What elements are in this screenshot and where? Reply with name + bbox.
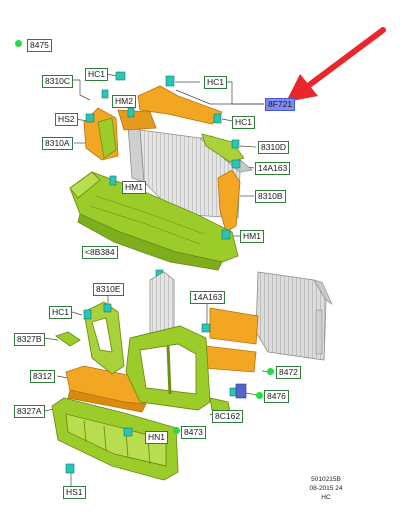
label-hc1-top-left: HC1 bbox=[85, 68, 109, 81]
clips-lower bbox=[65, 303, 239, 474]
label-8312: 8312 bbox=[30, 370, 55, 383]
label-8472: 8472 bbox=[276, 366, 301, 379]
label-hs1: HS1 bbox=[63, 486, 86, 499]
footer-initials: HC bbox=[321, 494, 331, 501]
radiator-lower bbox=[255, 271, 333, 361]
label-14a163-lower: 14A163 bbox=[190, 291, 226, 304]
label-8475: 8475 bbox=[27, 39, 52, 52]
footer-date: 08-2015 24 bbox=[309, 485, 343, 492]
side-bracket-upper bbox=[97, 117, 245, 163]
bullet-8473 bbox=[173, 427, 180, 434]
label-8310c: 8310C bbox=[42, 75, 74, 88]
label-hc1-lower: HC1 bbox=[49, 306, 73, 319]
label-8310b: 8310B bbox=[255, 190, 286, 203]
bullet-8475 bbox=[15, 40, 22, 47]
label-8476: 8476 bbox=[264, 390, 289, 403]
clips-upper bbox=[85, 71, 241, 279]
label-8327b: 8327B bbox=[14, 333, 45, 346]
label-8310d: 8310D bbox=[258, 141, 290, 154]
label-hs2: HS2 bbox=[55, 113, 78, 126]
label-hm2: HM2 bbox=[112, 95, 136, 108]
footer-code: 5010215B bbox=[311, 476, 341, 483]
air-deflector-lower bbox=[65, 307, 259, 413]
sensor-bracket bbox=[235, 383, 247, 399]
lower-grille bbox=[51, 397, 179, 481]
label-8310e: 8310E bbox=[93, 283, 124, 296]
radiator-support-frame bbox=[55, 301, 231, 413]
bullet-8472 bbox=[267, 368, 274, 375]
label-14a163-upper: 14A163 bbox=[255, 162, 291, 175]
label-hc1-mid: HC1 bbox=[232, 116, 256, 129]
label-8327a: 8327A bbox=[14, 405, 45, 418]
red-arrow bbox=[286, 27, 386, 102]
label-hm1-right: HM1 bbox=[240, 230, 264, 243]
label-8473: 8473 bbox=[181, 426, 206, 439]
bullet-8476 bbox=[256, 392, 263, 399]
label-8c162: 8C162 bbox=[212, 410, 244, 423]
label-hc1-top-right: HC1 bbox=[204, 76, 228, 89]
label-hn1: HN1 bbox=[145, 431, 169, 444]
label-8b384: <8B384 bbox=[82, 246, 118, 259]
label-hm1-left: HM1 bbox=[122, 181, 146, 194]
label-8310a: 8310A bbox=[42, 137, 73, 150]
label-8f721: 8F721 bbox=[265, 98, 296, 111]
